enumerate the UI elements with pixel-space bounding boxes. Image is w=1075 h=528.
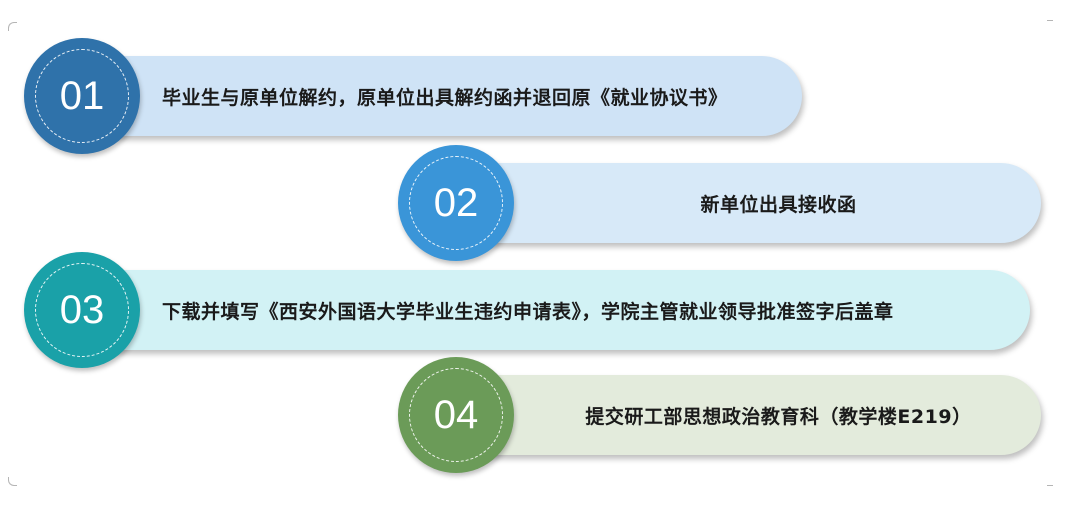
- step-02: 新单位出具接收函 02: [398, 145, 1043, 261]
- step-04-dashed-ring: [409, 368, 503, 462]
- step-04-circle: 04: [398, 357, 514, 473]
- step-01-dashed-ring: [35, 49, 129, 143]
- step-01-number: 01: [59, 74, 105, 118]
- step-01: 毕业生与原单位解约，原单位出具解约函并退回原《就业协议书》 01: [24, 38, 804, 154]
- step-01-circle: 01: [24, 38, 140, 154]
- step-02-dashed-ring: [409, 156, 503, 250]
- step-04-bar: 提交研工部思想政治教育科（教学楼E219）: [456, 375, 1041, 455]
- step-02-text: 新单位出具接收函: [700, 193, 857, 216]
- step-03-circle: 03: [24, 252, 140, 368]
- step-03-dashed-ring: [35, 263, 129, 357]
- corner-mark-bottom-right: [1047, 477, 1053, 486]
- step-01-text: 毕业生与原单位解约，原单位出具解约函并退回原《就业协议书》: [162, 86, 728, 109]
- step-04-number: 04: [433, 393, 479, 437]
- step-03-text: 下载并填写《西安外国语大学毕业生违约申请表》，学院主管就业领导批准签字后盖章: [162, 300, 894, 323]
- step-03-bar: 下载并填写《西安外国语大学毕业生违约申请表》，学院主管就业领导批准签字后盖章: [82, 270, 1030, 350]
- corner-mark-top-left: [8, 22, 17, 31]
- step-02-number: 02: [433, 181, 479, 225]
- step-02-bar: 新单位出具接收函: [456, 163, 1041, 243]
- step-03: 下载并填写《西安外国语大学毕业生违约申请表》，学院主管就业领导批准签字后盖章 0…: [24, 252, 1030, 368]
- step-03-number: 03: [59, 288, 105, 332]
- step-04-text: 提交研工部思想政治教育科（教学楼E219）: [585, 405, 972, 428]
- step-01-bar: 毕业生与原单位解约，原单位出具解约函并退回原《就业协议书》: [82, 56, 802, 136]
- corner-mark-top-right: [1047, 20, 1053, 29]
- step-04: 提交研工部思想政治教育科（教学楼E219） 04: [398, 357, 1043, 473]
- step-02-circle: 02: [398, 145, 514, 261]
- corner-mark-bottom-left: [8, 477, 17, 486]
